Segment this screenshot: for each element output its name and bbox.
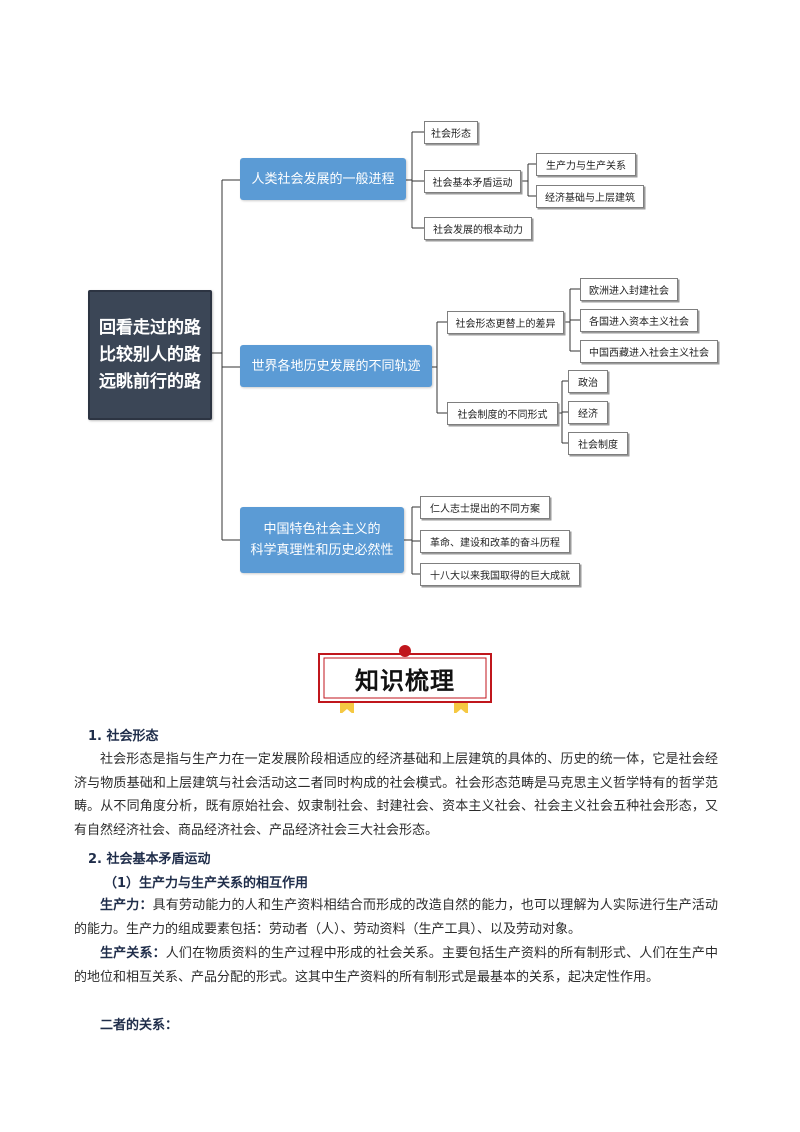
leaf-tibet-socialist: 中国西藏进入社会主义社会 xyxy=(580,340,718,363)
branch-general-process: 人类社会发展的一般进程 xyxy=(240,158,406,200)
leaf-basic-contradiction: 社会基本矛盾运动 xyxy=(424,170,521,193)
leaf-social-form: 社会形态 xyxy=(424,121,478,144)
leaf-label: 革命、建设和改革的奋斗历程 xyxy=(430,538,560,549)
productive-forces-paragraph: 生产力：具有劳动能力的人和生产资料相结合而形成的改造自然的能力，也可以理解为人实… xyxy=(74,894,718,941)
root-line-3: 远眺前行的路 xyxy=(99,371,201,392)
leaf-label: 社会发展的根本动力 xyxy=(433,225,523,236)
production-relations-text: 人们在物质资料的生产过程中形成的社会关系。主要包括生产资料的所有制形式、人们在生… xyxy=(74,946,718,985)
leaf-social-system: 社会制度 xyxy=(568,432,628,455)
leaf-productive-forces: 生产力与生产关系 xyxy=(536,153,636,176)
leaf-label: 中国西藏进入社会主义社会 xyxy=(589,348,709,359)
section-banner: 知识梳理 xyxy=(318,645,492,713)
banner-title: 知识梳理 xyxy=(355,666,455,695)
leaf-label: 仁人志士提出的不同方案 xyxy=(430,504,540,515)
section-2-subheading: （1）生产力与生产关系的相互作用 xyxy=(104,876,309,891)
leaf-europe-feudal: 欧洲进入封建社会 xyxy=(580,278,678,301)
leaf-label: 欧洲进入封建社会 xyxy=(589,286,669,297)
leaf-economy: 经济 xyxy=(568,401,608,424)
leaf-capitalist: 各国进入资本主义社会 xyxy=(580,309,698,332)
mind-map-root: 回看走过的路 比较别人的路 远眺前行的路 xyxy=(88,290,212,420)
section-1-heading: 1. 社会形态 xyxy=(88,729,159,744)
leaf-politics: 政治 xyxy=(568,370,608,393)
leaf-label: 经济基础与上层建筑 xyxy=(545,193,635,204)
leaf-fundamental-force: 社会发展的根本动力 xyxy=(424,217,532,240)
relationship-term: 二者的关系： xyxy=(100,1018,179,1033)
root-line-2: 比较别人的路 xyxy=(99,344,201,365)
production-relations-term: 生产关系： xyxy=(100,946,166,961)
leaf-label: 社会基本矛盾运动 xyxy=(432,178,513,189)
branch-label: 人类社会发展的一般进程 xyxy=(251,171,395,187)
productive-forces-text: 具有劳动能力的人和生产资料相结合而形成的改造自然的能力，也可以理解为人实际进行生… xyxy=(74,898,718,937)
section-1-paragraph: 社会形态是指与生产力在一定发展阶段相适应的经济基础和上层建筑的具体的、历史的统一… xyxy=(74,752,718,838)
production-relations-paragraph: 生产关系：人们在物质资料的生产过程中形成的社会关系。主要包括生产资料的所有制形式… xyxy=(74,942,718,989)
section-2-heading: 2. 社会基本矛盾运动 xyxy=(88,852,211,867)
root-line-1: 回看走过的路 xyxy=(99,317,201,338)
leaf-achievements: 十八大以来我国取得的巨大成就 xyxy=(420,563,580,586)
leaf-label: 社会制度的不同形式 xyxy=(457,410,548,421)
relationship-paragraph: 二者的关系： xyxy=(74,1014,718,1038)
mind-map: 回看走过的路 比较别人的路 远眺前行的路 人类社会发展的一般进程 世界各地历史发… xyxy=(88,121,718,586)
branch-label-line-1: 中国特色社会主义的 xyxy=(263,522,381,537)
mind-map-connectors xyxy=(208,131,580,575)
branch-label-line-2: 科学真理性和历史必然性 xyxy=(250,543,394,558)
leaf-different-plans: 仁人志士提出的不同方案 xyxy=(420,496,550,519)
branch-socialism-truth: 中国特色社会主义的 科学真理性和历史必然性 xyxy=(240,507,404,573)
leaf-system-forms: 社会制度的不同形式 xyxy=(447,402,558,425)
leaf-label: 政治 xyxy=(578,378,598,389)
leaf-label: 各国进入资本主义社会 xyxy=(589,317,689,328)
leaf-label: 社会形态更替上的差异 xyxy=(455,319,556,330)
pin-icon xyxy=(399,645,411,657)
leaf-label: 经济 xyxy=(578,409,598,420)
leaf-struggle-history: 革命、建设和改革的奋斗历程 xyxy=(420,530,570,553)
leaf-label: 社会形态 xyxy=(431,129,471,140)
banner-frame xyxy=(318,645,492,713)
leaf-label: 十八大以来我国取得的巨大成就 xyxy=(430,571,570,582)
productive-forces-term: 生产力： xyxy=(100,898,153,913)
leaf-label: 社会制度 xyxy=(578,440,618,451)
leaf-label: 生产力与生产关系 xyxy=(546,161,626,172)
leaf-form-difference: 社会形态更替上的差异 xyxy=(447,311,564,334)
branch-label: 世界各地历史发展的不同轨迹 xyxy=(251,358,421,374)
leaf-economic-base: 经济基础与上层建筑 xyxy=(536,185,644,208)
branch-different-trajectories: 世界各地历史发展的不同轨迹 xyxy=(240,345,432,387)
